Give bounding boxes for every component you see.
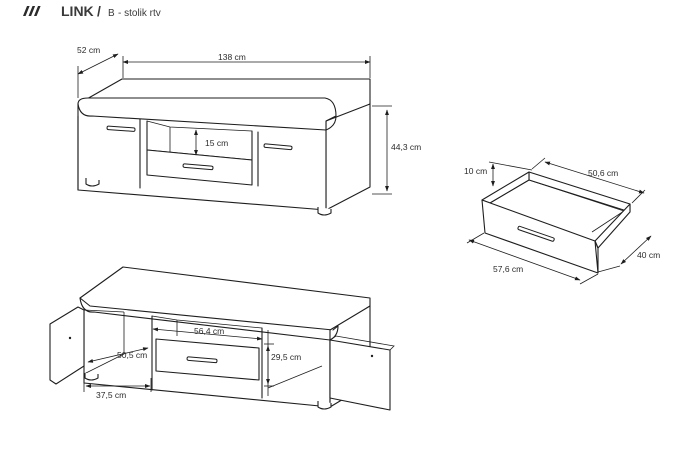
label-inner-width: 56,4 cm	[194, 326, 224, 336]
left-door-knob-icon	[68, 336, 72, 340]
open-foot-right	[317, 401, 332, 410]
brand-name: LINK	[61, 3, 94, 19]
right-door-knob-icon	[370, 354, 374, 358]
stand-front-panel	[77, 97, 337, 211]
header: LINK / B - stolik rtv	[23, 3, 161, 19]
stand-top-lip	[77, 103, 327, 131]
drawer-back-panel	[528, 171, 631, 213]
drawer-dimension-lines	[466, 157, 652, 285]
open-top-surface	[79, 266, 371, 331]
model-name: - stolik rtv	[118, 8, 161, 19]
center-drawer-handle	[182, 163, 214, 171]
open-foot-left	[84, 373, 99, 381]
label-inner-height: 29,5 cm	[271, 352, 301, 362]
open-right-door	[329, 339, 391, 411]
label-height: 44,3 cm	[391, 142, 421, 152]
left-door-handle	[106, 125, 136, 132]
tv-stand-open	[49, 266, 395, 411]
label-drawer-depth: 50,6 cm	[588, 168, 618, 178]
model-code: B	[108, 8, 115, 19]
brand-separator: /	[97, 3, 101, 19]
foot-left	[85, 178, 100, 187]
open-left-door	[49, 306, 85, 385]
right-door-handle	[263, 143, 293, 151]
label-width: 138 cm	[218, 52, 246, 62]
stand-side-panel	[325, 103, 371, 211]
bottom-dimension-lines	[83, 327, 274, 392]
label-drawer-width: 57,6 cm	[493, 264, 523, 274]
top-dimension-lines	[77, 53, 392, 195]
tv-stand-closed	[77, 78, 371, 216]
label-depth: 52 cm	[77, 45, 100, 55]
label-door-width: 37,5 cm	[96, 390, 126, 400]
label-drawer-height: 10 cm	[464, 166, 487, 176]
drawer-detail	[481, 171, 631, 274]
label-drawer-length: 40 cm	[637, 250, 660, 260]
label-niche-height: 15 cm	[205, 138, 228, 148]
open-drawer-handle	[186, 356, 218, 364]
drawer-left-side	[481, 171, 530, 204]
slash-logo-icon	[23, 6, 41, 16]
drawer-right-side	[594, 203, 631, 249]
label-inner-depth: 50,5 cm	[117, 350, 147, 360]
foot-right	[317, 207, 332, 216]
